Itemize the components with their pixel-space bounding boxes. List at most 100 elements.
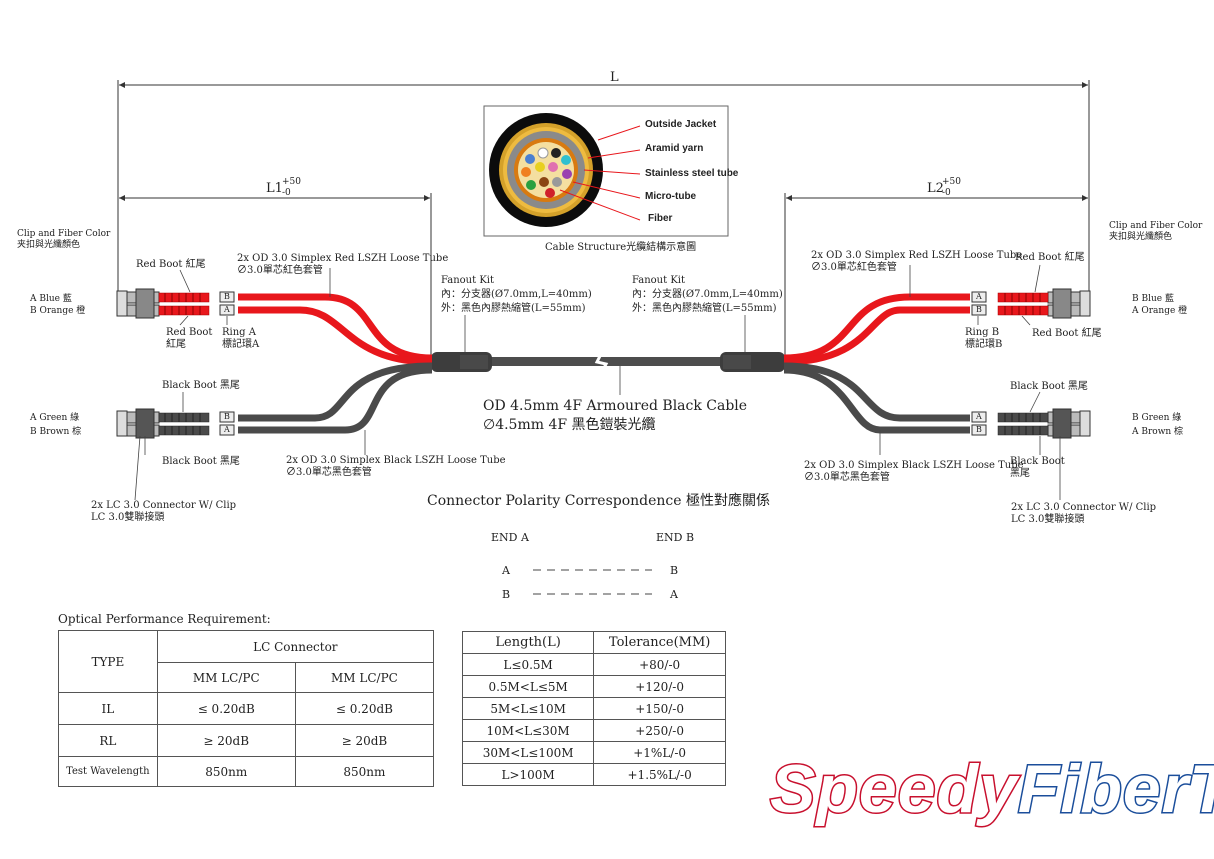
optical-cell: ≤ 0.20dB [156,692,296,725]
tolerance-header-length: Length(L) [461,631,595,654]
table-row: 0.5M<L≤5M+120/-0 [461,675,726,698]
left-black-boot-bottom: Black Boot 黑尾 [162,456,240,467]
right-black-tube-2: ∅3.0單芯黑色套管 [804,472,890,483]
left-black-tubes [238,362,433,434]
right-fiber-b-top: B Blue 藍 [1132,294,1174,304]
table-row: RL ≥ 20dB ≥ 20dB [58,724,435,757]
right-red-connectors [971,288,1091,319]
right-ring-tag-bottom-1: A [976,412,982,421]
left-red-tubes [238,293,433,366]
table-row: IL ≤ 0.20dB ≤ 0.20dB [58,692,435,725]
right-clip-color-en: Clip and Fiber Color [1109,221,1203,231]
table-row: 10M<L≤30M+250/-0 [461,719,726,742]
optical-performance-table: TYPE LC Connector MM LC/PC MM LC/PC IL ≤… [58,630,435,787]
dim-l1: L1 [266,181,283,196]
table-row: 5M<L≤10M+150/-0 [461,697,726,720]
right-red-boot-bottom: Red Boot 紅尾 [1032,328,1102,339]
leader-lines [134,264,1061,501]
tolerance-length-cell: L>100M [461,763,595,786]
left-fiber-a-top: A Blue 藍 [30,294,72,304]
tolerance-value-cell: +150/-0 [593,697,726,720]
cable-cross-section [483,105,729,237]
polarity-row1-left: A [502,564,510,577]
tolerance-value-cell: +1.5%L/-0 [593,763,726,786]
fanout-right-1: Fanout Kit [632,275,686,286]
optical-type-header: TYPE [58,630,158,693]
tolerance-length-cell: 0.5M<L≤5M [461,675,595,698]
optical-cell: ≤ 0.20dB [294,692,435,725]
right-black-boot-bottom-2: 黑尾 [1010,468,1030,479]
right-connector-2: LC 3.0雙聯接頭 [1011,514,1085,525]
label-stainless-tube: Stainless steel tube [645,168,739,179]
right-ring-tag-top-2: B [976,305,982,314]
right-ring-label-2: 標記環B [965,339,1003,350]
right-ring-label-1: Ring B [965,327,1000,338]
table-row: Test Wavelength 850nm 850nm [58,756,435,787]
main-cable-label-2: ∅4.5mm 4F 黑色鎧裝光纜 [483,417,656,433]
table-row: 30M<L≤100M+1%L/-0 [461,741,726,764]
tolerance-value-cell: +1%L/-0 [593,741,726,764]
left-clip-color-en: Clip and Fiber Color [17,229,111,239]
polarity-row2-right: A [670,588,678,601]
right-clip-color-zh: 夹扣與光纖顏色 [1109,232,1173,242]
left-black-tube-1: 2x OD 3.0 Simplex Black LSZH Loose Tube [286,455,506,466]
right-red-tubes [783,293,970,366]
left-fiber-b-bottom: B Brown 棕 [30,427,82,437]
dim-l2: L2 [927,181,944,196]
tolerance-header-tolerance: Tolerance(MM) [593,631,726,654]
left-ring-label-2: 標記環A [222,339,260,350]
optical-title: Optical Performance Requirement: [58,612,271,626]
tolerance-value-cell: +80/-0 [593,653,726,676]
main-cable-label-1: OD 4.5mm 4F Armoured Black Cable [483,398,748,414]
left-black-connectors [116,408,235,439]
right-fiber-b-bottom: B Green 綠 [1132,413,1182,423]
polarity-row1-right: B [670,564,679,577]
left-red-boot-top: Red Boot 紅尾 [136,259,206,270]
dim-l1-plus: +50 [282,177,301,187]
right-red-tube-1: 2x OD 3.0 Simplex Red LSZH Loose Tube [811,250,1023,261]
optical-cell: 850nm [294,756,435,787]
optical-row-label: Test Wavelength [58,756,158,787]
polarity-dash-lines [533,569,652,595]
tolerance-value-cell: +250/-0 [593,719,726,742]
right-black-boot-top: Black Boot 黑尾 [1010,381,1088,392]
left-clip-color-zh: 夹扣與光纖顏色 [17,240,81,250]
fanout-left-3: 外：黑色內膠熱縮管(L=55mm) [441,303,586,314]
optical-cell: 850nm [156,756,296,787]
optical-col2-header: MM LC/PC [294,662,435,693]
table-row: L≤0.5M+80/-0 [461,653,726,676]
dim-l2-minus: -0 [942,188,951,198]
tolerance-value-cell: +120/-0 [593,675,726,698]
right-black-boot-bottom-1: Black Boot [1010,456,1065,467]
polarity-end-b: END B [656,531,695,544]
dimension-lines [117,80,1090,355]
dim-l: L [610,70,619,85]
right-black-tubes [783,362,970,434]
left-red-boot-bottom-1: Red Boot [166,327,213,338]
left-red-boot-bottom-2: 紅尾 [166,339,186,350]
logo-part-speedy: Speedy [769,751,1019,827]
tolerance-length-cell: 10M<L≤30M [461,719,595,742]
right-ring-tag-bottom-2: B [976,425,982,434]
left-connector-1: 2x LC 3.0 Connector W/ Clip [91,500,237,511]
speedyfibertx-logo: SpeedyFiberTX [769,754,1214,825]
optical-row-label: RL [58,724,158,757]
right-black-connectors [971,408,1091,439]
table-row: L>100M+1.5%L/-0 [461,763,726,786]
right-red-tube-2: ∅3.0單芯紅色套管 [811,262,897,273]
optical-cell: ≥ 20dB [156,724,296,757]
left-ring-label-1: Ring A [222,327,256,338]
left-red-connectors [116,288,235,319]
fanout-right-2: 內：分支器(Ø7.0mm,L=40mm) [632,289,783,300]
polarity-title: Connector Polarity Correspondence 極性對應關係 [427,493,770,509]
dim-l1-minus: -0 [282,188,291,198]
left-red-tube-1: 2x OD 3.0 Simplex Red LSZH Loose Tube [237,253,449,264]
label-fiber: Fiber [648,213,673,224]
left-black-boot-top: Black Boot 黑尾 [162,380,240,391]
fanout-left-2: 內：分支器(Ø7.0mm,L=40mm) [441,289,592,300]
right-red-boot-top: Red Boot 紅尾 [1015,252,1085,263]
fanout-left-1: Fanout Kit [441,275,495,286]
length-tolerance-table: Length(L) Tolerance(MM) L≤0.5M+80/-0 0.5… [461,631,726,786]
